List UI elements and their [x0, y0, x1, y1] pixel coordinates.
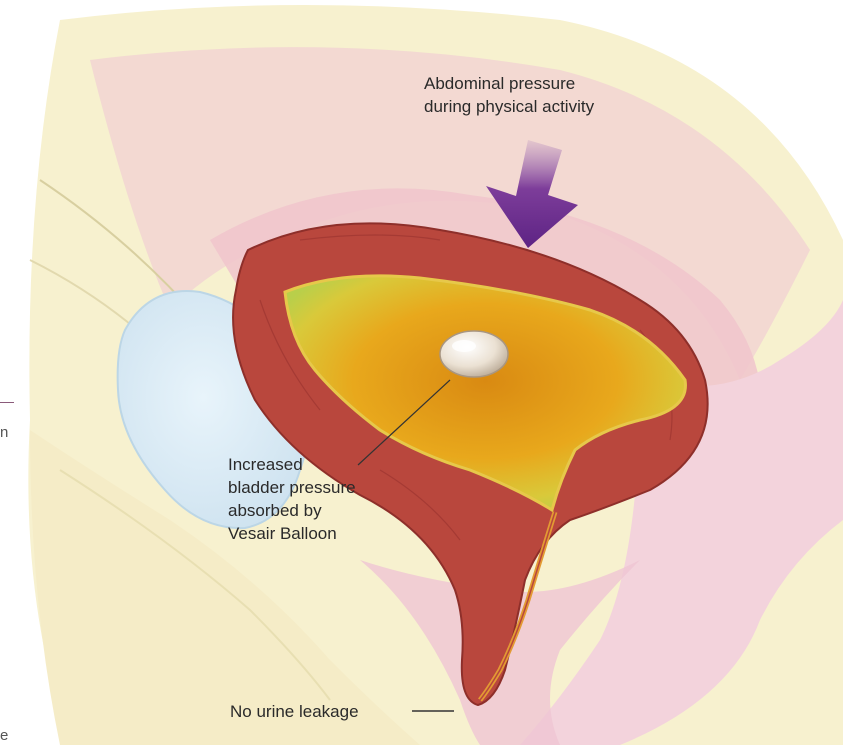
bladder-pressure-label: Increased bladder pressure absorbed by V… [228, 453, 356, 545]
abdominal-pressure-label: Abdominal pressure during physical activ… [424, 72, 594, 118]
vesair-balloon [440, 331, 508, 377]
cropped-text-fragment: e [0, 727, 8, 744]
cropped-rule [0, 402, 14, 403]
no-leakage-label: No urine leakage [230, 700, 359, 723]
cropped-text-fragment: n [0, 424, 8, 441]
